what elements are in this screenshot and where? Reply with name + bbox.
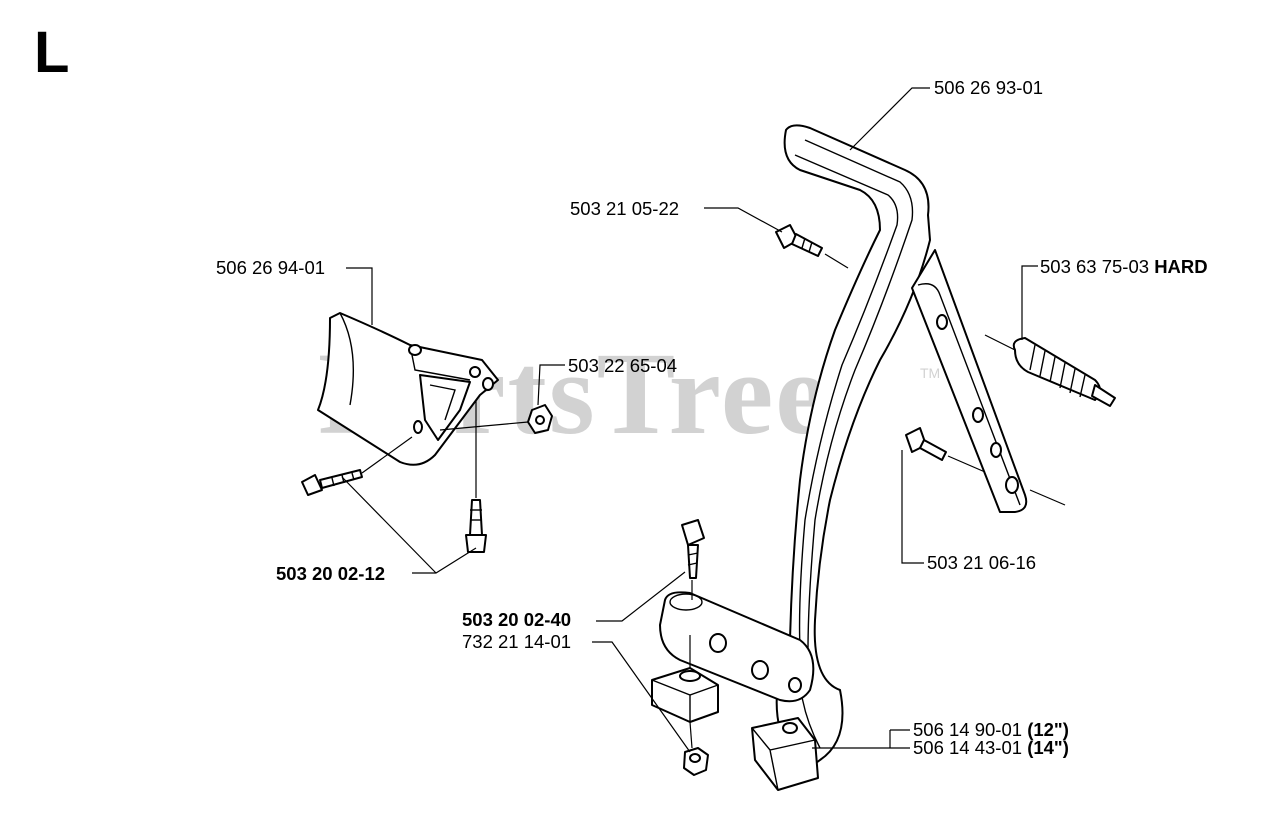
spacer-upper xyxy=(651,635,719,723)
leader-lines xyxy=(341,87,1038,753)
vibration-spring xyxy=(984,334,1116,407)
part-note: (14") xyxy=(1027,737,1069,758)
part-label-nut-handle: 732 21 14-01 xyxy=(462,631,572,652)
part-number: 503 21 05-22 xyxy=(570,198,680,219)
part-label-vibration-spring: 503 63 75-03 HARD xyxy=(1040,256,1208,277)
part-label-bolt-top: 503 21 05-22 xyxy=(570,198,680,219)
part-label-nut: 503 22 65-04 xyxy=(568,355,678,376)
nut-handle xyxy=(683,721,709,776)
part-label-bolt-bracket: 503 21 06-16 xyxy=(927,552,1037,573)
part-number: 503 21 06-16 xyxy=(927,552,1037,573)
watermark-trademark: TM xyxy=(920,365,941,381)
part-label-handle: 506 26 93-01 xyxy=(934,77,1044,98)
part-note: (12") xyxy=(1027,719,1069,740)
screw-guard-vertical xyxy=(465,400,487,553)
part-number: 503 20 02-12 xyxy=(276,563,386,584)
screw-guard-horizontal xyxy=(301,436,413,496)
spacer-lower xyxy=(751,717,819,791)
handle-lower-bar xyxy=(659,591,815,703)
handle-bar xyxy=(775,124,931,767)
bolt-top xyxy=(775,224,849,269)
bolt-bracket xyxy=(905,427,1066,506)
part-label-spacer-14: 506 14 43-01 (14") xyxy=(913,737,1069,758)
part-number: 506 14 43-01 xyxy=(913,737,1023,758)
part-number: 506 26 93-01 xyxy=(934,77,1044,98)
part-label-screw-guard: 503 20 02-12 xyxy=(276,563,386,584)
part-number: 503 20 02-40 xyxy=(462,609,572,630)
part-label-spacer-12: 506 14 90-01 (12") xyxy=(913,719,1069,740)
side-bracket xyxy=(911,249,1028,513)
part-label-screw-handle: 503 20 02-40 xyxy=(462,609,572,630)
part-number: 506 26 94-01 xyxy=(216,257,326,278)
handle-guard xyxy=(317,312,499,466)
part-number: 503 22 65-04 xyxy=(568,355,678,376)
part-note: HARD xyxy=(1154,256,1208,277)
screw-handle xyxy=(681,519,705,600)
part-number: 732 21 14-01 xyxy=(462,631,572,652)
section-letter: L xyxy=(34,20,70,85)
nut-guard xyxy=(439,404,553,434)
part-number: 506 14 90-01 xyxy=(913,719,1023,740)
part-label-guard: 506 26 94-01 xyxy=(216,257,326,278)
part-number: 503 63 75-03 xyxy=(1040,256,1150,277)
